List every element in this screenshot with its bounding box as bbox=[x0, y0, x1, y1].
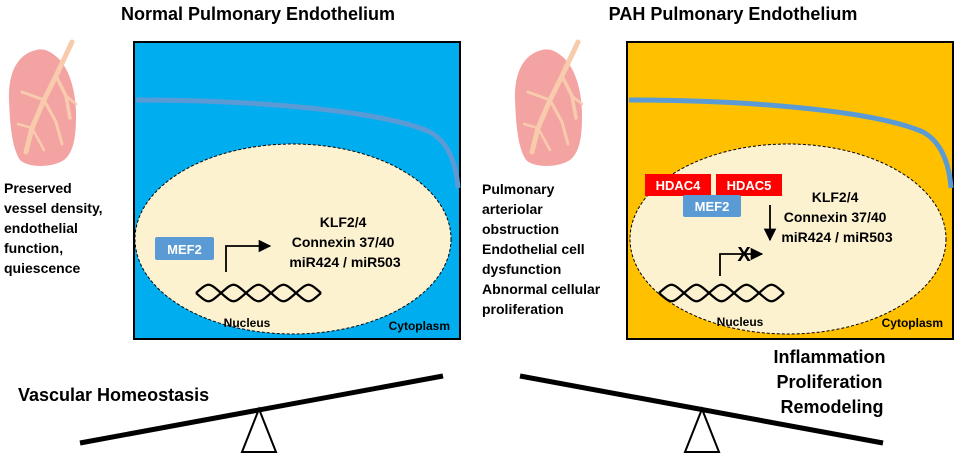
normal-balance-beam bbox=[79, 373, 444, 446]
pah-hdac4-box bbox=[645, 174, 711, 196]
normal-membrane-line bbox=[135, 97, 461, 189]
normal-activation-arrow bbox=[225, 239, 272, 272]
pah-mef2-box bbox=[683, 195, 741, 217]
pah-outcome: Inflammation Proliferation Remodeling bbox=[773, 347, 890, 417]
pah-title: PAH Pulmonary Endothelium bbox=[609, 4, 858, 24]
pah-fulcrum bbox=[683, 406, 721, 453]
pah-block-mark: X bbox=[737, 244, 751, 266]
pah-hdac5-box bbox=[716, 174, 782, 196]
normal-lung-icon bbox=[9, 42, 76, 166]
normal-mef2-label: MEF2 bbox=[167, 242, 202, 257]
pah-nucleus-label: Nucleus bbox=[717, 315, 764, 329]
pah-membrane-line bbox=[628, 97, 954, 189]
normal-description: Preserved vessel density, endothelial fu… bbox=[4, 180, 106, 276]
pah-targets: KLF2/4 Connexin 37/40 miR424 / miR503 bbox=[781, 189, 892, 245]
normal-title: Normal Pulmonary Endothelium bbox=[121, 4, 395, 24]
normal-mef2-box bbox=[155, 237, 214, 260]
normal-cytoplasm-label: Cytoplasm bbox=[389, 319, 450, 333]
pah-hdac4-label: HDAC4 bbox=[656, 178, 702, 193]
normal-fulcrum bbox=[240, 406, 278, 453]
pah-blocked-arrow bbox=[719, 247, 764, 276]
pah-lung-icon bbox=[515, 42, 582, 166]
normal-targets: KLF2/4 Connexin 37/40 miR424 / miR503 bbox=[289, 214, 400, 270]
normal-outcome: Vascular Homeostasis bbox=[18, 385, 209, 405]
pah-mef2-label: MEF2 bbox=[695, 199, 730, 214]
pah-hdac5-label: HDAC5 bbox=[727, 178, 772, 193]
pah-description: Pulmonary arteriolar obstruction Endothe… bbox=[482, 181, 604, 317]
normal-nucleus-label: Nucleus bbox=[224, 316, 271, 330]
pah-cytoplasm-label: Cytoplasm bbox=[882, 316, 943, 330]
